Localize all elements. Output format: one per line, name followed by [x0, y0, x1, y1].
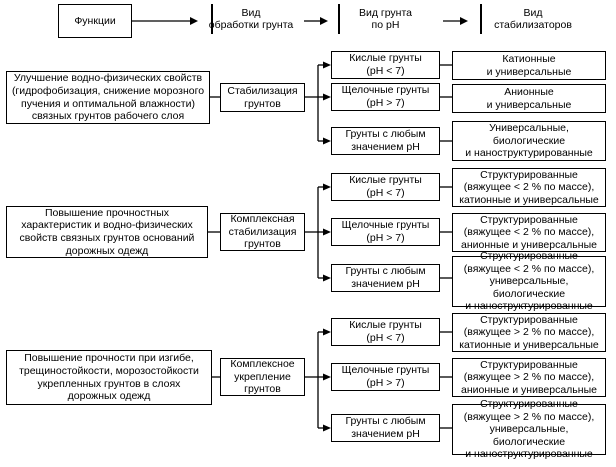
function-box-1: Улучшение водно-физических свойств (гидр…	[6, 71, 210, 124]
stabilizer-box-5: Структурированные (вяжущее < 2 % по масс…	[452, 213, 606, 252]
stabilizer-box-8: Структурированные (вяжущее > 2 % по масс…	[452, 358, 606, 397]
ph-box-2: Щелочные грунты (pH > 7)	[331, 83, 440, 111]
ph-box-4: Кислые грунты (pH < 7)	[331, 173, 440, 201]
stabilizer-box-3: Универсальные, биологические и нанострук…	[452, 121, 606, 161]
function-box-3: Повышение прочности при изгибе, трещинос…	[6, 350, 212, 405]
stabilizer-box-7: Структурированные (вяжущее > 2 % по масс…	[452, 313, 606, 352]
stabilizer-box-1: Катионные и универсальные	[452, 51, 606, 80]
treatment-box-3: Комплексное укрепление грунтов	[220, 358, 305, 396]
header-stabilizers-tick	[480, 4, 482, 34]
header-ph-tick	[338, 4, 340, 34]
treatment-box-2: Комплексная стабилизация грунтов	[220, 213, 305, 251]
stabilizer-box-6: Структурированные (вяжущее < 2 % по масс…	[452, 250, 606, 312]
function-box-2: Повышение прочностных характеристик и во…	[6, 206, 208, 258]
ph-box-3: Грунты с любым значением pH	[331, 127, 440, 155]
stabilizer-box-9: Структурированные (вяжущее > 2 % по масс…	[452, 398, 606, 460]
ph-box-9: Грунты с любым значением pH	[331, 414, 440, 442]
header-functions: Функции	[58, 4, 132, 38]
header-stabilizers: Вид стабилизаторов	[494, 6, 572, 32]
ph-box-6: Грунты с любым значением pH	[331, 264, 440, 292]
header-treatment-tick	[211, 4, 213, 34]
header-treatment: Вид обработки грунта	[208, 6, 294, 32]
header-ph: Вид грунта по pH	[358, 6, 413, 32]
ph-box-1: Кислые грунты (pH < 7)	[331, 51, 440, 79]
ph-box-8: Щелочные грунты (pH > 7)	[331, 363, 440, 391]
ph-box-7: Кислые грунты (pH < 7)	[331, 318, 440, 346]
treatment-box-1: Стабилизация грунтов	[220, 83, 305, 112]
stabilizer-box-4: Структурированные (вяжущее < 2 % по масс…	[452, 168, 606, 207]
stabilizer-box-2: Анионные и универсальные	[452, 84, 606, 113]
ph-box-5: Щелочные грунты (pH > 7)	[331, 218, 440, 246]
